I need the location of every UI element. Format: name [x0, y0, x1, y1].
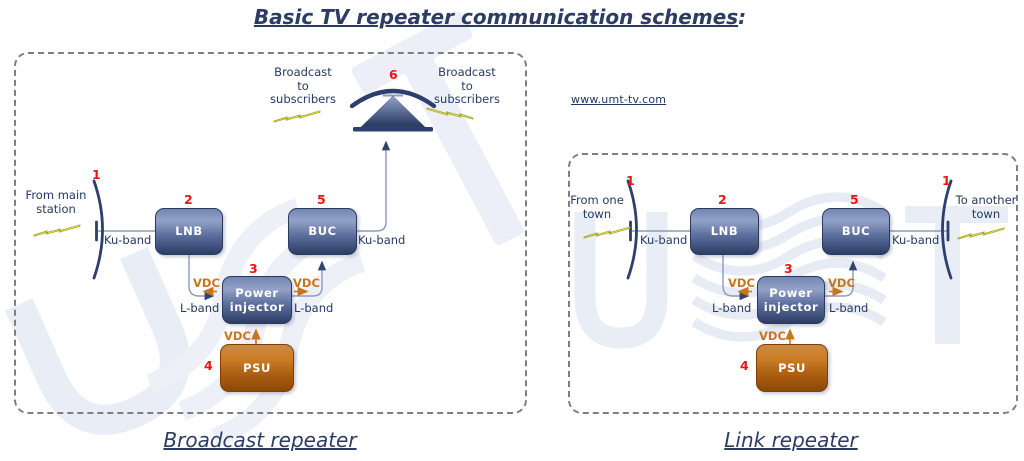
ku-band-label: Ku-band [892, 233, 940, 247]
vdc-label: VDC [193, 276, 220, 290]
step-number-buc: 5 [850, 192, 859, 207]
step-number-dish: 1 [626, 173, 635, 188]
step-number-dish: 1 [942, 173, 951, 188]
page-title: Basic TV repeater communication schemes: [253, 5, 747, 29]
ku-band-label: Ku-band [104, 233, 152, 247]
l-band-label: L-band [180, 301, 220, 315]
l-band-label: L-band [829, 301, 869, 315]
psu-box: PSU [756, 344, 828, 392]
step-number-lnb: 2 [184, 192, 193, 207]
vdc-label: VDC [293, 276, 320, 290]
ku-band-label: Ku-band [358, 233, 406, 247]
psu-box: PSU [220, 344, 294, 392]
step-number-lnb: 2 [718, 192, 727, 207]
vdc-label: VDC [759, 329, 786, 343]
step-number-buc: 5 [317, 192, 326, 207]
buc-box: BUC [822, 208, 890, 255]
buc-box: BUC [288, 208, 357, 255]
step-number-psu: 4 [740, 358, 749, 373]
step-number-psu: 4 [204, 358, 213, 373]
lnb-box: LNB [155, 208, 223, 255]
website-link[interactable]: www.umt-tv.com [571, 93, 667, 106]
step-number-dish: 1 [92, 167, 101, 182]
ku-band-label: Ku-band [640, 233, 688, 247]
broadcast-repeater-caption: Broadcast repeater [163, 428, 357, 452]
step-number-injector: 3 [249, 261, 258, 276]
l-band-label: L-band [712, 301, 752, 315]
vdc-label: VDC [728, 276, 755, 290]
step-number-injector: 3 [784, 261, 793, 276]
vdc-label: VDC [224, 329, 251, 343]
vdc-label: VDC [828, 276, 855, 290]
step-number-antenna: 6 [389, 67, 398, 82]
link-repeater-caption: Link repeater [724, 428, 858, 452]
lnb-box: LNB [690, 208, 759, 255]
link-repeater-panel [568, 153, 1018, 414]
l-band-label: L-band [294, 301, 334, 315]
